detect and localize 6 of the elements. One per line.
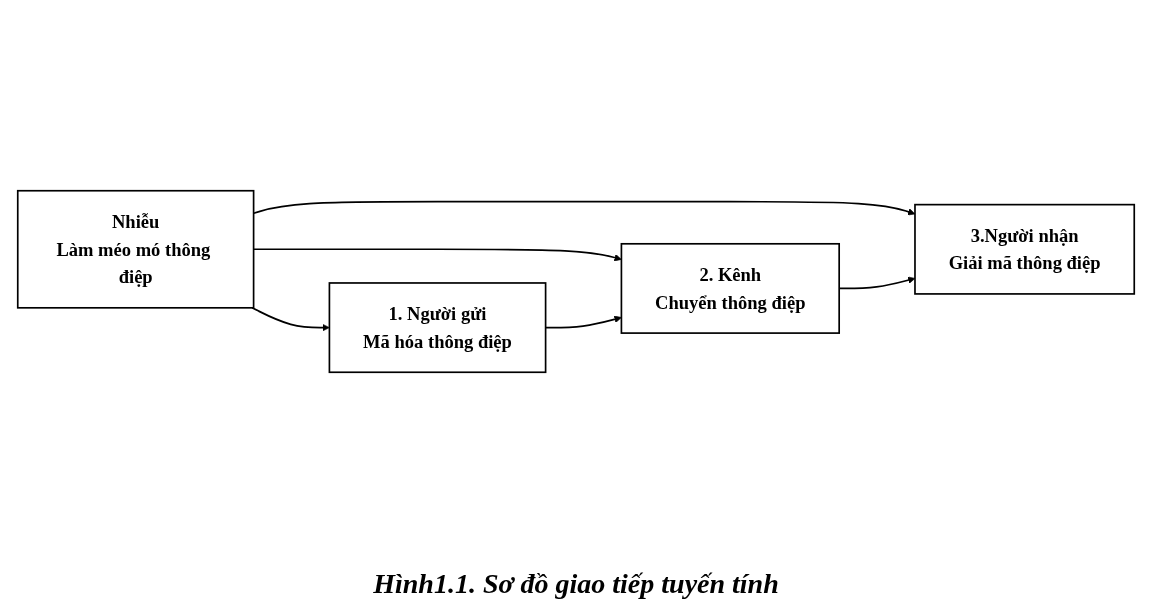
caption: Hình1.1. Sơ đồ giao tiếp tuyến tính (373, 568, 779, 600)
node-box: 2. Kênh Chuyển thông điệp (620, 242, 840, 334)
arrow (251, 306, 330, 331)
node-box: Nhiễu Làm méo mó thông điệp (16, 189, 255, 309)
node-box: 1. Người gửi Mã hóa thông điệp (328, 281, 547, 373)
node-box: 3.Người nhận Giải mã thông điệp (914, 203, 1136, 295)
